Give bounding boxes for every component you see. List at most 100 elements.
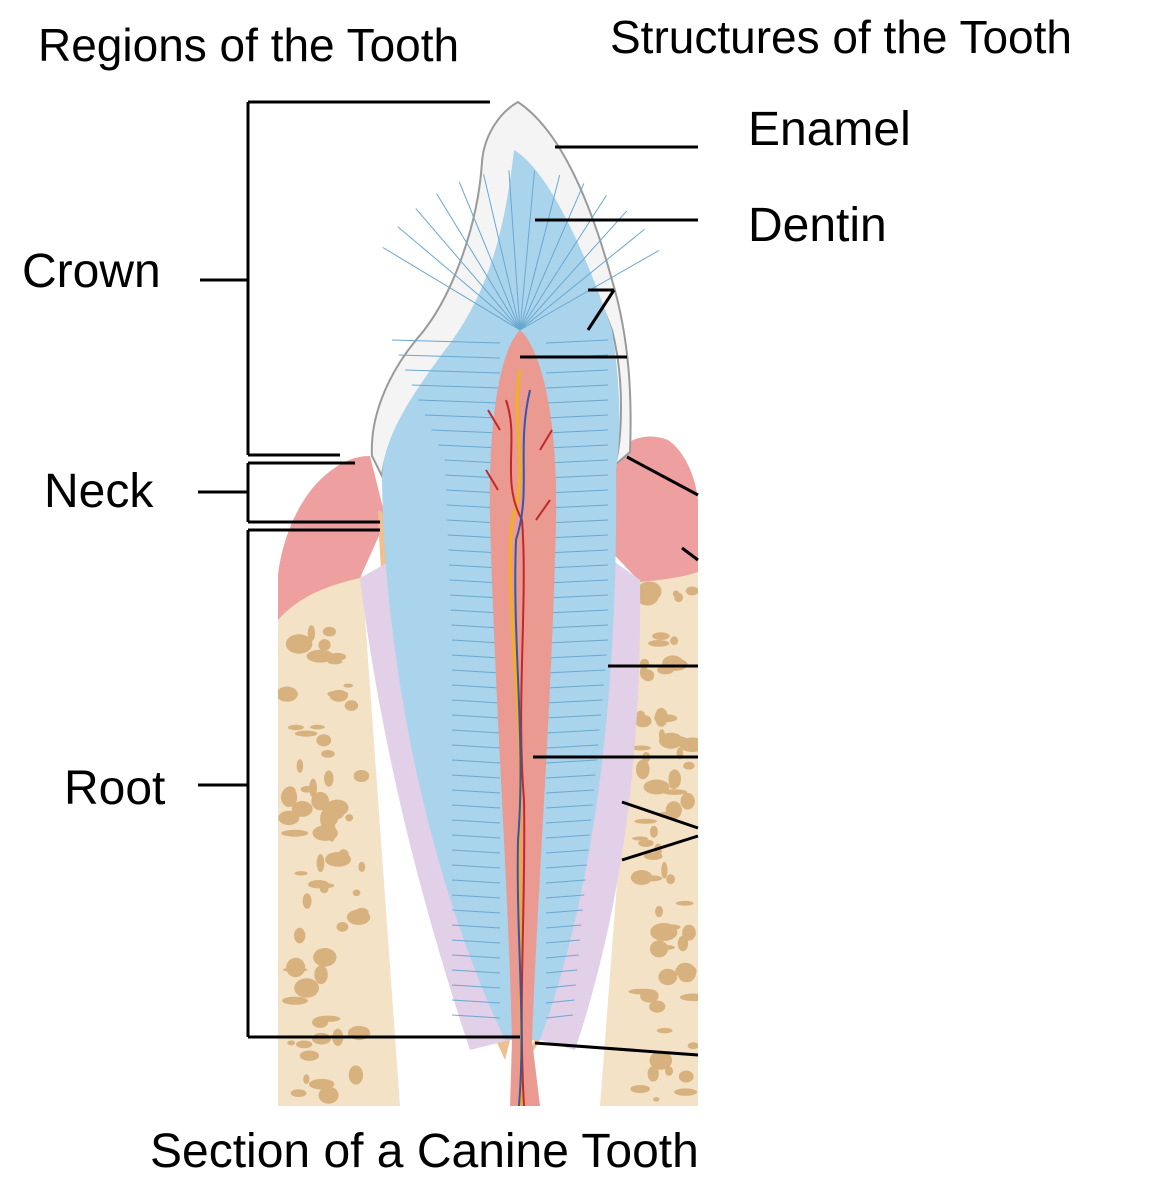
- bone-spot: [316, 734, 332, 747]
- dentin-tubule: [545, 624, 609, 629]
- capillary: [535, 499, 551, 521]
- dentin-tubule: [451, 999, 501, 1004]
- dentin-tubule: [545, 834, 590, 839]
- bone-spot: [352, 889, 361, 897]
- bone-spot: [312, 825, 338, 841]
- dentin-tubule: [545, 714, 602, 719]
- dentin-tubule: [382, 247, 521, 331]
- bone-spot: [654, 714, 666, 722]
- dentin-tubule: [545, 894, 585, 899]
- dentin-tubule: [545, 849, 589, 854]
- bone-spot: [327, 690, 349, 698]
- alveolar-bone-left: [278, 575, 400, 1106]
- leader-line: [534, 1041, 699, 1057]
- dentin-tubule: [451, 699, 501, 704]
- dentin-tubule: [451, 879, 501, 884]
- dentin-tubule: [545, 639, 609, 644]
- dentin-tubule: [545, 654, 607, 659]
- bone-spot: [650, 923, 678, 941]
- bone-spot: [355, 907, 369, 918]
- bone-spot: [303, 1074, 310, 1084]
- bone-spot: [316, 854, 325, 873]
- dentin-tubule: [545, 684, 604, 689]
- dentin-tubule: [451, 939, 501, 944]
- bone-spot: [282, 996, 308, 1005]
- bone-spot: [338, 849, 350, 864]
- root-label: Root: [64, 762, 166, 815]
- dentin-tubule: [545, 954, 579, 959]
- leader-line: [626, 455, 699, 497]
- dentin-tubule: [397, 226, 521, 331]
- dentin-tubule: [545, 399, 609, 404]
- dentin-tubule: [519, 210, 628, 331]
- dentin-tubule: [451, 684, 501, 689]
- bone-spot: [665, 1066, 673, 1076]
- dentin-tubule: [431, 429, 501, 434]
- crown-label: Crown: [22, 245, 161, 298]
- dentin-tubule: [451, 744, 501, 749]
- dentin-tubule: [519, 170, 535, 331]
- dentin-tubule: [545, 669, 606, 674]
- periodontal-ligament-left: [360, 560, 510, 1050]
- bone-spot: [652, 632, 670, 640]
- bone-spot: [300, 786, 314, 793]
- dentin-tubule: [451, 759, 501, 764]
- bone-spot: [628, 988, 657, 995]
- dentin-tubule: [508, 170, 521, 331]
- dentin-tubule: [545, 879, 586, 884]
- dentin-tubule: [545, 519, 609, 524]
- bone-spot: [294, 927, 306, 944]
- bone-spot: [294, 978, 319, 998]
- bone-spot: [670, 636, 679, 646]
- bone-spot: [281, 787, 298, 807]
- dentin-tubule: [451, 984, 501, 989]
- bone-spot: [685, 586, 698, 596]
- bone-spot: [308, 882, 335, 889]
- dentin-tubule: [451, 774, 501, 779]
- dentin-tubule: [451, 1014, 501, 1019]
- capillary: [487, 409, 501, 431]
- dentin-tubule: [545, 474, 609, 479]
- dentin-tubule: [545, 999, 575, 1004]
- bone-spot: [294, 635, 303, 641]
- vein: [514, 389, 531, 1106]
- dentin-tubule: [545, 969, 578, 974]
- dentin-tubule: [424, 414, 501, 419]
- dentin-tubule: [451, 654, 501, 659]
- dentin-tubule: [451, 669, 501, 674]
- bone-spot: [310, 724, 325, 730]
- bone-spot: [649, 940, 669, 958]
- bone-spot: [290, 1089, 307, 1097]
- bone-spot: [674, 592, 684, 603]
- bone-spot: [680, 792, 695, 810]
- bone-spot: [636, 587, 659, 606]
- leader-line: [621, 800, 699, 830]
- dentin-tubule: [545, 414, 609, 419]
- dentin-tubule: [449, 579, 501, 584]
- bone-spot: [661, 861, 668, 879]
- dentin-tubule: [405, 369, 501, 374]
- dentin-tubule: [545, 534, 609, 539]
- bone-spot: [327, 658, 343, 665]
- bone-spot: [343, 683, 354, 688]
- bone-spot: [653, 1097, 660, 1102]
- dentin-tubule: [519, 174, 561, 331]
- dentin-tubule: [451, 954, 501, 959]
- bone-spot: [678, 1070, 694, 1083]
- dentin-tubule: [450, 609, 501, 614]
- bone-spot: [345, 814, 354, 822]
- bone-spot: [682, 924, 696, 941]
- bone-spot: [668, 769, 681, 789]
- bone-spot: [675, 900, 694, 906]
- enamel-label: Enamel: [748, 103, 911, 156]
- dentin-label: Dentin: [748, 199, 887, 252]
- bone-spot: [322, 626, 336, 637]
- capillary: [539, 429, 553, 451]
- dentin-tubule: [545, 444, 609, 449]
- dentin-tubule: [545, 819, 592, 824]
- bone-spot: [631, 745, 651, 751]
- bone-spot: [687, 1042, 698, 1050]
- periodontal-ligament-right: [540, 560, 641, 1050]
- bone-spot: [675, 964, 697, 978]
- dentin-tubule: [451, 864, 501, 869]
